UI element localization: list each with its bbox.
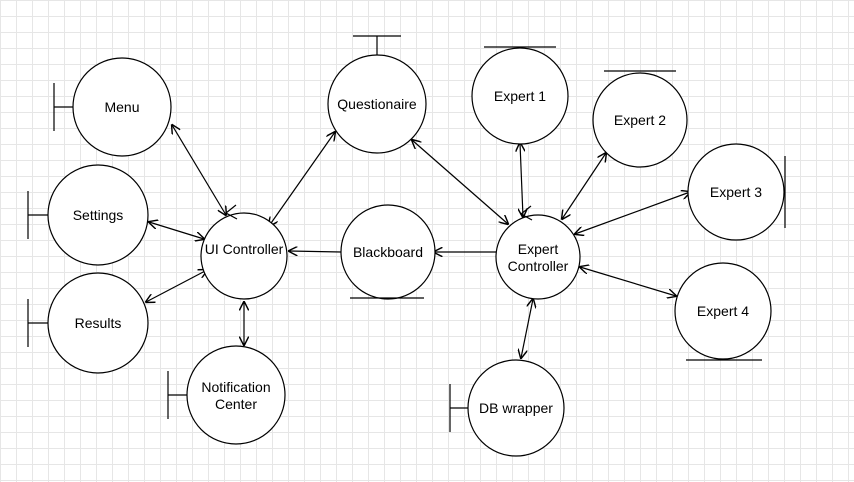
expert-controller-label-line1: Expert bbox=[518, 241, 559, 257]
node-expert-controller[interactable]: Expert Controller bbox=[495, 205, 581, 300]
edge-expert3-expert-controller[interactable] bbox=[575, 192, 690, 234]
node-settings[interactable]: Settings bbox=[27, 164, 149, 266]
expert-1-circle bbox=[471, 47, 569, 145]
blackboard-label: Blackboard bbox=[353, 244, 423, 260]
results-circle bbox=[47, 272, 149, 374]
expert-controller-label-line2: Controller bbox=[508, 258, 569, 274]
expert-4-label: Expert 4 bbox=[697, 303, 749, 319]
node-expert-4[interactable]: Expert 4 bbox=[674, 262, 772, 361]
expert-3-label: Expert 3 bbox=[710, 184, 762, 200]
edge-db-wrapper-expert-controller[interactable] bbox=[521, 299, 533, 358]
node-blackboard[interactable]: Blackboard bbox=[340, 204, 436, 300]
edge-blackboard-ui-controller[interactable] bbox=[289, 251, 342, 252]
notification-center-label-line1: Notification bbox=[201, 379, 270, 395]
settings-circle bbox=[47, 164, 149, 266]
node-expert-3[interactable]: Expert 3 bbox=[687, 143, 786, 241]
expert-3-circle bbox=[687, 143, 785, 241]
edge-expert4-expert-controller[interactable] bbox=[580, 267, 676, 296]
control-arrowhead bbox=[224, 204, 238, 220]
notification-center-label-line2: Center bbox=[215, 396, 257, 412]
settings-label: Settings bbox=[73, 207, 124, 223]
menu-circle bbox=[72, 57, 172, 157]
node-expert-2[interactable]: Expert 2 bbox=[592, 70, 688, 168]
node-expert-1[interactable]: Expert 1 bbox=[471, 46, 569, 145]
questionaire-circle bbox=[327, 54, 427, 154]
blackboard-circle bbox=[340, 204, 436, 300]
edge-ui-controller-questionaire[interactable] bbox=[269, 132, 335, 226]
expert-2-circle bbox=[592, 72, 688, 168]
edge-results-ui-controller[interactable] bbox=[146, 270, 207, 302]
edge-settings-ui-controller[interactable] bbox=[149, 222, 204, 239]
expert-2-label: Expert 2 bbox=[614, 112, 666, 128]
node-results[interactable]: Results bbox=[27, 272, 149, 374]
node-menu[interactable]: Menu bbox=[53, 57, 172, 157]
db-wrapper-circle bbox=[467, 359, 565, 457]
edge-menu-ui-controller[interactable] bbox=[172, 125, 226, 215]
ui-controller-label: UI Controller bbox=[205, 241, 284, 257]
expert-1-label: Expert 1 bbox=[494, 88, 546, 104]
edge-expert1-expert-controller[interactable] bbox=[520, 143, 523, 217]
expert-4-circle bbox=[674, 262, 772, 360]
node-questionaire[interactable]: Questionaire bbox=[327, 35, 427, 154]
results-label: Results bbox=[75, 315, 122, 331]
edge-questionaire-expert-controller[interactable] bbox=[412, 140, 508, 224]
edges bbox=[146, 125, 690, 358]
control-arrowhead bbox=[519, 205, 533, 221]
questionaire-label: Questionaire bbox=[337, 96, 417, 112]
db-wrapper-label: DB wrapper bbox=[479, 400, 553, 416]
node-ui-controller[interactable]: UI Controller bbox=[200, 204, 288, 300]
ui-controller-circle bbox=[200, 212, 288, 300]
edge-expert2-expert-controller[interactable] bbox=[562, 153, 606, 219]
node-db-wrapper[interactable]: DB wrapper bbox=[449, 359, 565, 457]
menu-label: Menu bbox=[104, 99, 139, 115]
expert-controller-circle bbox=[495, 214, 581, 300]
notification-center-circle bbox=[186, 345, 286, 445]
node-notification-center[interactable]: Notification Center bbox=[167, 345, 286, 445]
